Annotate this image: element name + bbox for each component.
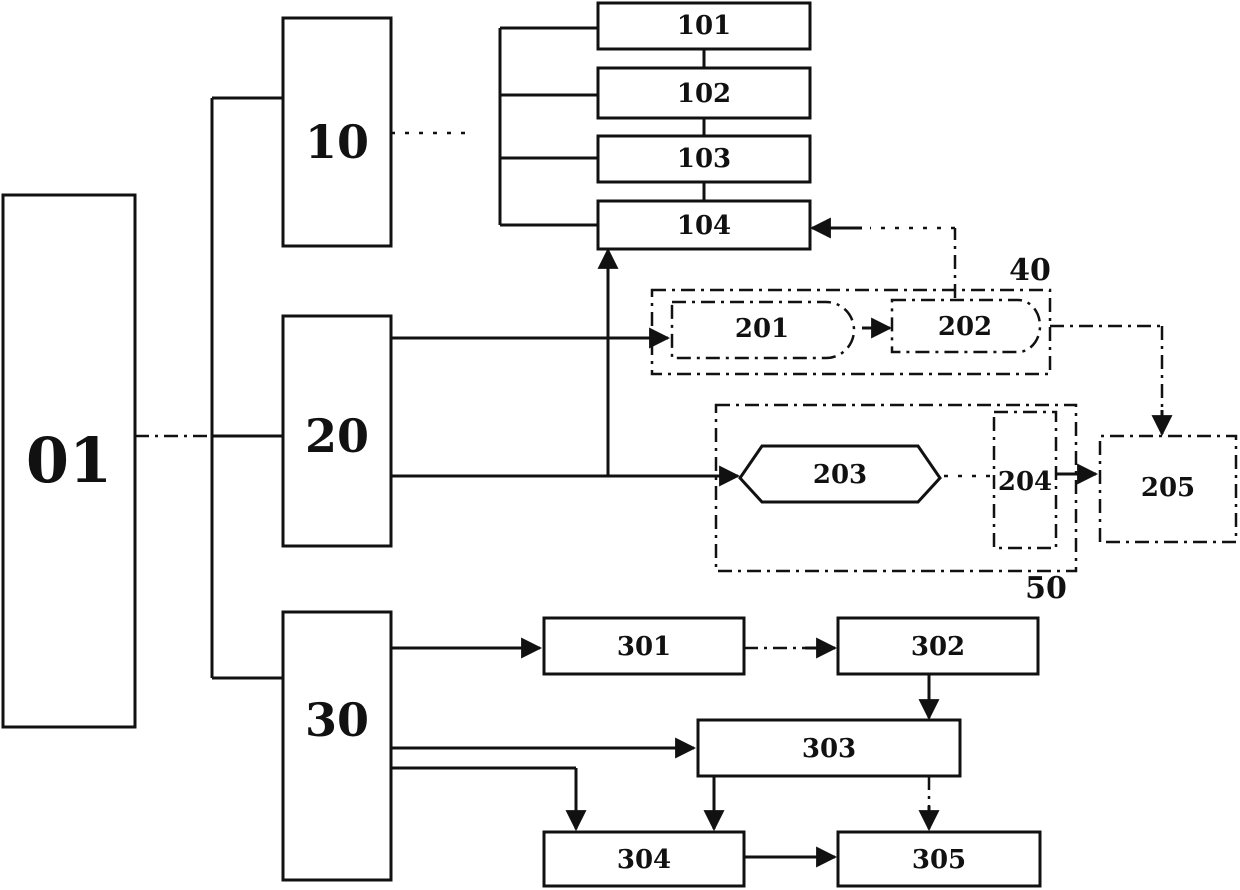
module-30: 30 [283,612,391,880]
module-01-label: 01 [26,424,112,497]
module-205: 205 [1100,436,1236,542]
module-205-label: 205 [1141,473,1195,503]
module-201: 201 [672,302,854,358]
module-104-label: 104 [677,211,731,241]
module-204: 204 [994,412,1056,548]
module-202-label: 202 [938,312,992,342]
module-103: 103 [598,136,810,182]
module-201-label: 201 [735,314,789,344]
module-102-label: 102 [677,79,731,109]
module-10-label: 10 [305,115,369,169]
link-40-to-205 [1050,326,1162,434]
group-50-label: 50 [1025,571,1067,606]
bus-01 [135,98,283,678]
module-204-label: 204 [998,467,1052,497]
module-305-label: 305 [912,845,966,875]
module-20-label: 20 [305,409,369,463]
module-202: 202 [892,300,1040,352]
module-20: 20 [283,316,391,546]
module-104: 104 [598,201,810,249]
module-302: 302 [838,618,1038,674]
feedback-202-to-104 [812,228,955,298]
group-40-label: 40 [1009,253,1051,288]
bracket-10 [500,28,598,225]
module-101-label: 101 [677,11,731,41]
group-50: 50 [716,405,1076,606]
module-30-label: 30 [305,693,369,747]
module-304: 304 [544,832,744,886]
module-10: 10 [283,18,391,246]
module-101: 101 [598,3,810,49]
module-301-label: 301 [617,632,671,662]
module-103-label: 103 [677,144,731,174]
module-301: 301 [544,618,744,674]
module-303: 303 [698,720,960,776]
module-203-label: 203 [813,460,867,490]
module-304-label: 304 [617,845,671,875]
module-203: 203 [740,446,940,502]
module-302-label: 302 [911,632,965,662]
module-303-label: 303 [802,734,856,764]
module-305: 305 [838,832,1040,886]
link-30-to-304 [391,768,576,829]
module-102: 102 [598,68,810,118]
module-01: 01 [3,195,135,727]
